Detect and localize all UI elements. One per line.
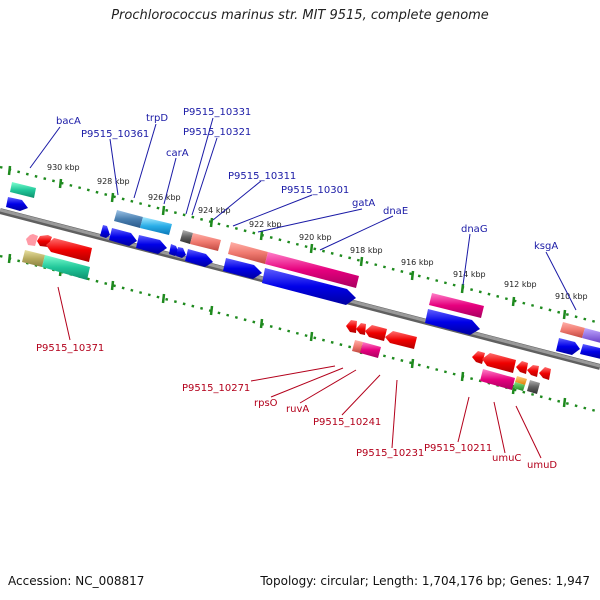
- gene-label: P9515_10231: [356, 448, 424, 459]
- tick-label: 922 kbp: [249, 220, 282, 229]
- gene-arrow[interactable]: [176, 247, 186, 258]
- gene-label: P9515_10311: [228, 171, 296, 182]
- feature-box[interactable]: [480, 369, 515, 390]
- accession-text: Accession: NC_008817: [8, 574, 145, 588]
- map-title: Prochlorococcus marinus str. MIT 9515, c…: [111, 8, 489, 23]
- tick-label: 920 kbp: [299, 233, 332, 242]
- gene-label: P9515_10361: [81, 129, 149, 140]
- gene-arrow[interactable]: [109, 228, 137, 246]
- gene-label: P9515_10211: [424, 443, 492, 454]
- reverse-feature-track: [22, 234, 551, 394]
- gene-label: P9515_10331: [183, 107, 251, 118]
- gene-label: dnaE: [383, 206, 408, 217]
- gene-label: gatA: [352, 198, 375, 209]
- gene-label: P9515_10371: [36, 343, 104, 354]
- gene-arrow[interactable]: [262, 268, 356, 305]
- feature-box[interactable]: [190, 233, 221, 251]
- gene-label: P9515_10301: [281, 185, 349, 196]
- tick-label: 930 kbp: [47, 163, 80, 172]
- gene-arrow[interactable]: [482, 353, 516, 373]
- feature-box[interactable]: [114, 210, 143, 228]
- gene-arrow[interactable]: [527, 365, 539, 377]
- feature-box[interactable]: [10, 182, 36, 198]
- gene-arrow[interactable]: [169, 244, 179, 256]
- tick-labels: 930 kbp 928 kbp 926 kbp 924 kbp 922 kbp …: [47, 163, 588, 301]
- gene-arrow[interactable]: [46, 238, 92, 262]
- gene-arrow[interactable]: [223, 258, 262, 279]
- gene-arrow[interactable]: [100, 225, 110, 238]
- feature-box[interactable]: [22, 250, 45, 267]
- forward-feature-track: [6, 182, 600, 359]
- feature-box[interactable]: [180, 230, 193, 244]
- gene-arrow[interactable]: [556, 338, 580, 355]
- gene-label: umuC: [492, 453, 521, 464]
- tick-label: 914 kbp: [453, 270, 486, 279]
- gene-label: P9515_10321: [183, 127, 251, 138]
- feature-box[interactable]: [352, 340, 363, 353]
- feature-box[interactable]: [560, 322, 585, 338]
- gene-arrow[interactable]: [136, 235, 167, 254]
- feature-box[interactable]: [42, 255, 90, 280]
- tick-label: 918 kbp: [350, 246, 383, 255]
- gene-arrow[interactable]: [346, 320, 357, 333]
- feature-box[interactable]: [360, 342, 381, 358]
- feature-box[interactable]: [265, 252, 359, 288]
- gene-label: dnaG: [461, 224, 488, 235]
- gene-label: umuD: [527, 460, 557, 471]
- tick-label: 926 kbp: [148, 193, 181, 202]
- gene-arrow[interactable]: [539, 367, 551, 380]
- gene-arrow[interactable]: [385, 331, 417, 349]
- tick-label: 910 kbp: [555, 292, 588, 301]
- feature-box[interactable]: [140, 217, 172, 235]
- tick-label: 912 kbp: [504, 280, 537, 289]
- gene-label: P9515_10271: [182, 383, 250, 394]
- gene-label: bacA: [56, 116, 81, 127]
- gene-label: ksgA: [534, 241, 558, 252]
- gene-arrow[interactable]: [516, 361, 528, 374]
- gene-label: carA: [166, 148, 189, 159]
- gene-arrow[interactable]: [472, 351, 485, 364]
- gene-label: P9515_10241: [313, 417, 381, 428]
- gene-label: trpD: [146, 113, 168, 124]
- gene-label: ruvA: [286, 404, 309, 415]
- gene-arrow[interactable]: [26, 234, 38, 246]
- gene-arrow[interactable]: [580, 344, 600, 359]
- forward-gene-labels: bacA P9515_10361 trpD carA P9515_10331 P…: [29, 107, 577, 311]
- gene-label: rpsO: [254, 398, 278, 409]
- topology-text: Topology: circular; Length: 1,704,176 bp…: [260, 574, 590, 588]
- tick-label: 928 kbp: [97, 177, 130, 186]
- gene-arrow[interactable]: [425, 309, 480, 335]
- gene-arrow[interactable]: [356, 323, 366, 335]
- feature-box[interactable]: [582, 328, 600, 343]
- feature-box[interactable]: [429, 293, 484, 318]
- tick-label: 924 kbp: [198, 206, 231, 215]
- reverse-gene-labels: P9515_10371 P9515_10271 rpsO ruvA P9515_…: [36, 286, 557, 471]
- gene-arrow[interactable]: [185, 249, 213, 267]
- feature-box[interactable]: [513, 382, 525, 391]
- tick-label: 916 kbp: [401, 258, 434, 267]
- gene-arrow[interactable]: [6, 197, 28, 211]
- feature-box[interactable]: [515, 376, 527, 385]
- feature-box[interactable]: [527, 380, 540, 394]
- gene-arrow[interactable]: [365, 325, 387, 341]
- feature-box[interactable]: [228, 242, 268, 264]
